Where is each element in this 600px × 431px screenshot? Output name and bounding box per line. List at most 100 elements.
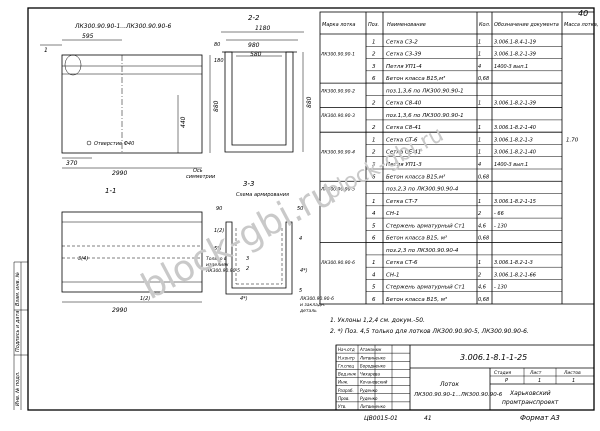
staff-role: Нач.отд (338, 347, 355, 352)
staff-name: Чихарева (360, 372, 381, 377)
staff-name: Руденко (360, 396, 378, 401)
svg-text:изделиях: изделиях (206, 263, 229, 268)
spec-doc: 3.006.1-8.2-1-66 (494, 272, 536, 278)
spec-pos: 1 (372, 137, 376, 143)
svg-text:4: 4 (299, 236, 302, 242)
elevation-outline (61, 54, 203, 154)
spec-pos: 2 (372, 150, 376, 156)
org-1: Харьковский (509, 390, 551, 397)
spec-qty: 2 (478, 272, 481, 278)
spec-name: Сетка С8-41 (386, 125, 421, 131)
spec-header-cell: Поз. (368, 22, 379, 28)
doc-code: 3.006.1-8.1-1-25 (460, 353, 527, 362)
stamp-l1: Взам. инв. № (15, 272, 21, 306)
svg-text:2990: 2990 (112, 307, 127, 314)
svg-text:4*): 4*) (240, 296, 248, 302)
spec-name: Петля УП1-4 (386, 64, 422, 70)
svg-text:4*): 4*) (300, 268, 308, 274)
section-11-title: 1-1 (105, 187, 116, 195)
spec-pos: 5 (372, 223, 376, 229)
spec-qty: 1 (478, 150, 481, 156)
spec-qty: 1 (478, 137, 481, 143)
spec-pos: 6 (372, 174, 376, 180)
spec-doc: 3.006.1-8.2-1-15 (494, 199, 536, 205)
spec-qty: 1 (478, 52, 481, 58)
spec-pos: 2 (372, 101, 376, 107)
note-1: 1. Уклоны 1,2,4 см. докум.-50. (330, 317, 425, 324)
spec-qty: 0,68 (478, 76, 489, 82)
spec-pos: 4 (372, 211, 376, 217)
staff-role: Утв. (338, 404, 346, 409)
spec-name: Бетон класса В15, м³ (386, 296, 448, 303)
spec-name: Стержень арматурный Ст1 (386, 223, 465, 229)
spec-name: поз.1,3,6 по ЛК300.90.90-1 (386, 113, 464, 119)
spec-name: Бетон класса В15, м³ (386, 235, 448, 242)
spec-pos: 6 (372, 297, 376, 303)
staff-name: Литвиненко (359, 355, 386, 360)
svg-text:1: 1 (44, 47, 48, 54)
spec-mark: ЛК300.90.90-2 (320, 88, 355, 94)
svg-text:440: 440 (180, 116, 187, 128)
spec-doc: 3.006.1-8.2-1-3 (494, 137, 533, 143)
svg-text:980: 980 (248, 42, 260, 49)
spec-qty: 1 (478, 125, 481, 131)
spec-header-cell: Кол. (479, 22, 490, 28)
spec-qty: 0,68 (478, 236, 489, 242)
spec-mark: ЛК300.90.90-5 (320, 187, 355, 193)
svg-text:595: 595 (82, 33, 94, 40)
section-22-profile (224, 51, 294, 153)
svg-text:180: 180 (214, 58, 224, 64)
spec-name: Бетон класса В15,м³ (386, 75, 446, 82)
spec-name: Бетон класса В15,м³ (386, 173, 446, 180)
spec-pos: 6 (372, 236, 376, 242)
spec-mass: 1.70 (566, 137, 579, 143)
svg-text:и закладн.: и закладн. (300, 303, 325, 308)
spec-name: Петля УП1-3 (386, 162, 422, 168)
staff-role: Пров. (338, 396, 350, 401)
spec-qty: 1 (478, 39, 481, 45)
spec-name: СН-1 (386, 211, 399, 217)
svg-text:ЛК300.90.90-5: ЛК300.90.90-5 (205, 268, 240, 274)
spec-name: Сетка С8-40 (386, 101, 422, 107)
svg-text:3: 3 (246, 256, 249, 262)
spec-doc: 1400-3 вып.1 (494, 162, 528, 168)
staff-name: Бородиенко (360, 363, 386, 368)
staff-role: Гл.спец (338, 363, 354, 368)
spec-pos: 3 (372, 162, 376, 168)
svg-text:2990: 2990 (112, 170, 127, 177)
spec-name: Сетка С3-39 (386, 52, 422, 58)
spec-doc: 3.006.1-8.2-1-39 (494, 52, 536, 58)
section-22-title: 2-2 (248, 14, 260, 22)
staff-name: Атаманюк (359, 347, 382, 352)
spec-name: поз.2,3 по ЛК300.90.90-4 (386, 248, 459, 254)
spec-name: Стержень арматурный Ст1 (386, 285, 465, 291)
spec-header-cell: Обозначение документа (494, 22, 559, 28)
spec-pos: 1 (372, 199, 376, 205)
footer-num: 41 (424, 415, 432, 422)
svg-text:2: 2 (246, 266, 249, 272)
svg-text:Р: Р (505, 378, 508, 384)
section-33-title: 3-3 (243, 180, 254, 188)
svg-text:5*): 5*) (214, 246, 222, 252)
svg-text:1(2): 1(2) (140, 296, 150, 302)
spec-doc: 1400-3 вып.1 (494, 64, 528, 70)
spec-header-cell: Марка лотка (322, 22, 355, 28)
spec-name: Сетка СТ-6 (386, 137, 418, 143)
spec-name: поз.1,3,6 по ЛК300.90.90-1 (386, 88, 464, 94)
page-number: 40 (578, 9, 588, 18)
spec-doc: - 130 (494, 223, 507, 229)
spec-name: Сетка СЕ-41 (386, 150, 421, 156)
footer-code: ЦВ0015-01 (364, 415, 398, 422)
spec-mark: ЛК300.90.90-6 (320, 260, 355, 266)
watermark-2: bloсk-gbi.ru (321, 122, 448, 205)
spec-pos: 4 (372, 272, 376, 278)
section-33-profile (225, 221, 293, 295)
spec-pos: 1 (372, 39, 376, 45)
spec-pos: 2 (372, 125, 376, 131)
spec-qty: 4 (478, 64, 481, 70)
staff-name: Кочановский (360, 380, 388, 385)
spec-doc: 3.006.1-8.2-1-3 (494, 260, 533, 266)
svg-text:Стадия: Стадия (494, 370, 512, 376)
